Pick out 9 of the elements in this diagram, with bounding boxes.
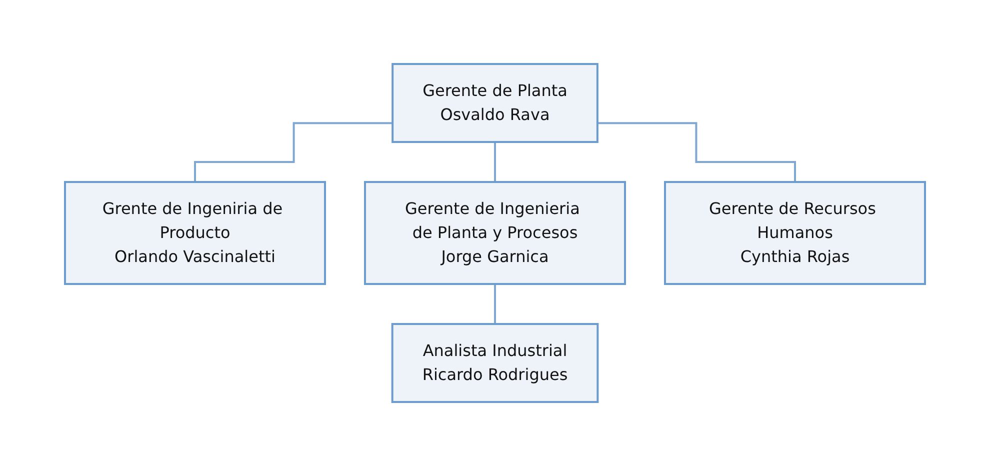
- connector: [494, 141, 496, 183]
- connector: [194, 122, 392, 183]
- node-box: Gerente de Recursos Humanos Cynthia Rojas: [664, 181, 926, 285]
- connector: [596, 122, 796, 183]
- node-box: Gerente de Planta Osvaldo Rava: [391, 63, 598, 143]
- node-box: Gerente de Ingenieria de Planta y Procesos Jorge Garnica: [364, 181, 626, 285]
- connector: [494, 283, 496, 325]
- node-box: Grente de Ingeniria de Producto Orlando Vascinaletti: [64, 181, 326, 285]
- node-box: Analista Industrial Ricardo Rodrigues: [390, 323, 598, 403]
